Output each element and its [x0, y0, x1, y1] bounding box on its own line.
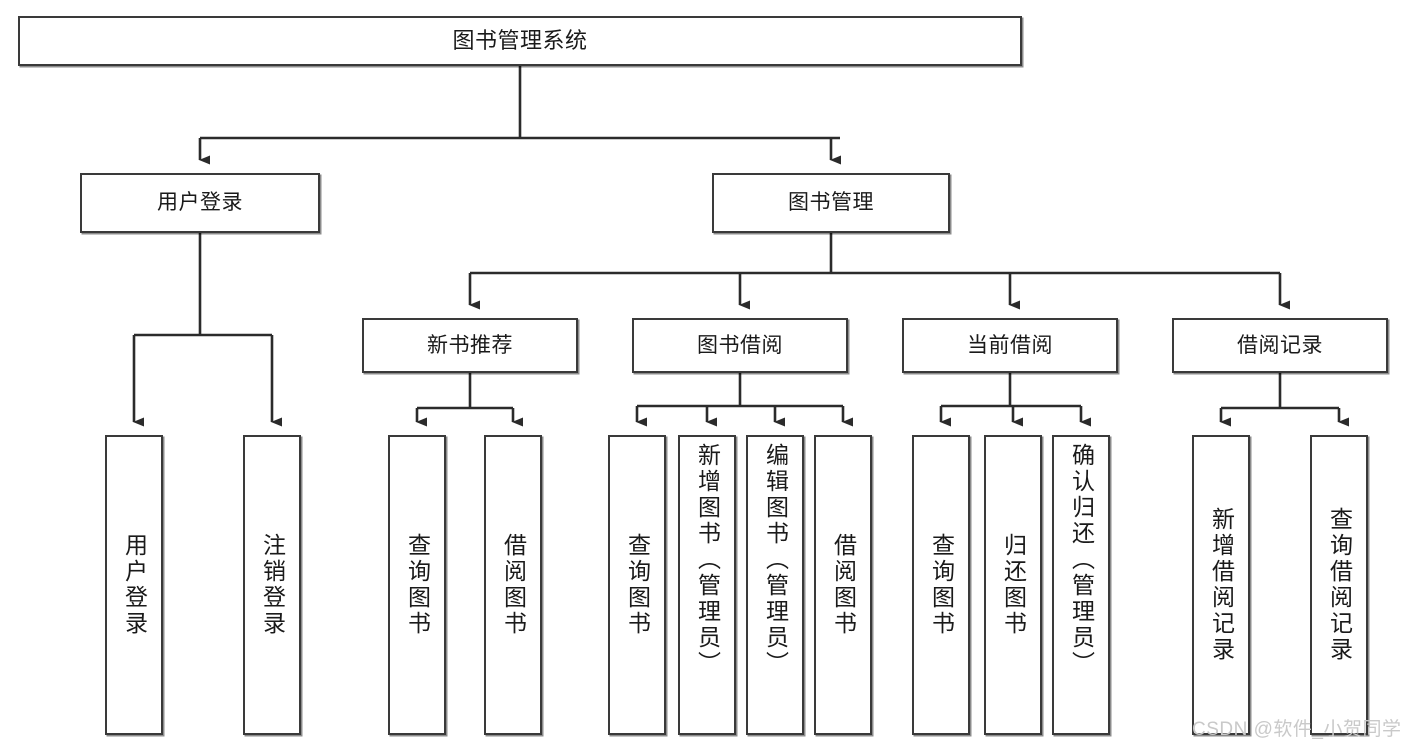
node-leaf-confirm-return-label: 确认归还（管理员） — [1068, 443, 1095, 677]
node-leaf-edit-book-label: 编辑图书（管理员） — [762, 443, 789, 677]
node-leaf-user-login[interactable]: 用户登录 — [105, 435, 163, 735]
node-leaf-add-record-label: 新增借阅记录 — [1208, 507, 1235, 663]
node-leaf-confirm-return[interactable]: 确认归还（管理员） — [1052, 435, 1110, 735]
node-leaf-borrow-book-2[interactable]: 借阅图书 — [814, 435, 872, 735]
node-root[interactable]: 图书管理系统 — [18, 16, 1022, 66]
node-user-login-label: 用户登录 — [157, 191, 243, 215]
node-leaf-query-book-1[interactable]: 查询图书 — [388, 435, 446, 735]
node-borrow-record[interactable]: 借阅记录 — [1172, 318, 1388, 373]
node-book-manage-label: 图书管理 — [788, 191, 874, 215]
node-leaf-add-record[interactable]: 新增借阅记录 — [1192, 435, 1250, 735]
node-leaf-borrow-book-2-label: 借阅图书 — [830, 533, 857, 637]
node-leaf-borrow-book-1[interactable]: 借阅图书 — [484, 435, 542, 735]
csdn-watermark: CSDN @软件_小贺同学 — [1192, 719, 1402, 740]
node-leaf-query-book-2[interactable]: 查询图书 — [608, 435, 666, 735]
node-leaf-return-book[interactable]: 归还图书 — [984, 435, 1042, 735]
node-leaf-query-book-1-label: 查询图书 — [404, 533, 431, 637]
node-new-book-rec[interactable]: 新书推荐 — [362, 318, 578, 373]
node-leaf-edit-book[interactable]: 编辑图书（管理员） — [746, 435, 804, 735]
node-leaf-user-login-label: 用户登录 — [121, 533, 148, 637]
node-borrow-record-label: 借阅记录 — [1237, 333, 1323, 357]
node-leaf-query-book-3[interactable]: 查询图书 — [912, 435, 970, 735]
node-book-borrow[interactable]: 图书借阅 — [632, 318, 848, 373]
node-current-borrow-label: 当前借阅 — [967, 333, 1053, 357]
node-current-borrow[interactable]: 当前借阅 — [902, 318, 1118, 373]
node-leaf-borrow-book-1-label: 借阅图书 — [500, 533, 527, 637]
node-root-label: 图书管理系统 — [452, 27, 588, 53]
node-leaf-query-book-3-label: 查询图书 — [928, 533, 955, 637]
node-new-book-rec-label: 新书推荐 — [427, 333, 513, 357]
node-leaf-query-book-2-label: 查询图书 — [624, 533, 651, 637]
node-book-manage[interactable]: 图书管理 — [712, 173, 950, 233]
node-leaf-user-logout[interactable]: 注销登录 — [243, 435, 301, 735]
node-leaf-return-book-label: 归还图书 — [1000, 533, 1027, 637]
node-user-login[interactable]: 用户登录 — [80, 173, 320, 233]
node-leaf-query-record[interactable]: 查询借阅记录 — [1310, 435, 1368, 735]
node-leaf-add-book-label: 新增图书（管理员） — [694, 443, 721, 677]
node-leaf-query-record-label: 查询借阅记录 — [1326, 507, 1353, 663]
node-leaf-add-book[interactable]: 新增图书（管理员） — [678, 435, 736, 735]
node-book-borrow-label: 图书借阅 — [697, 333, 783, 357]
node-leaf-user-logout-label: 注销登录 — [259, 533, 286, 637]
